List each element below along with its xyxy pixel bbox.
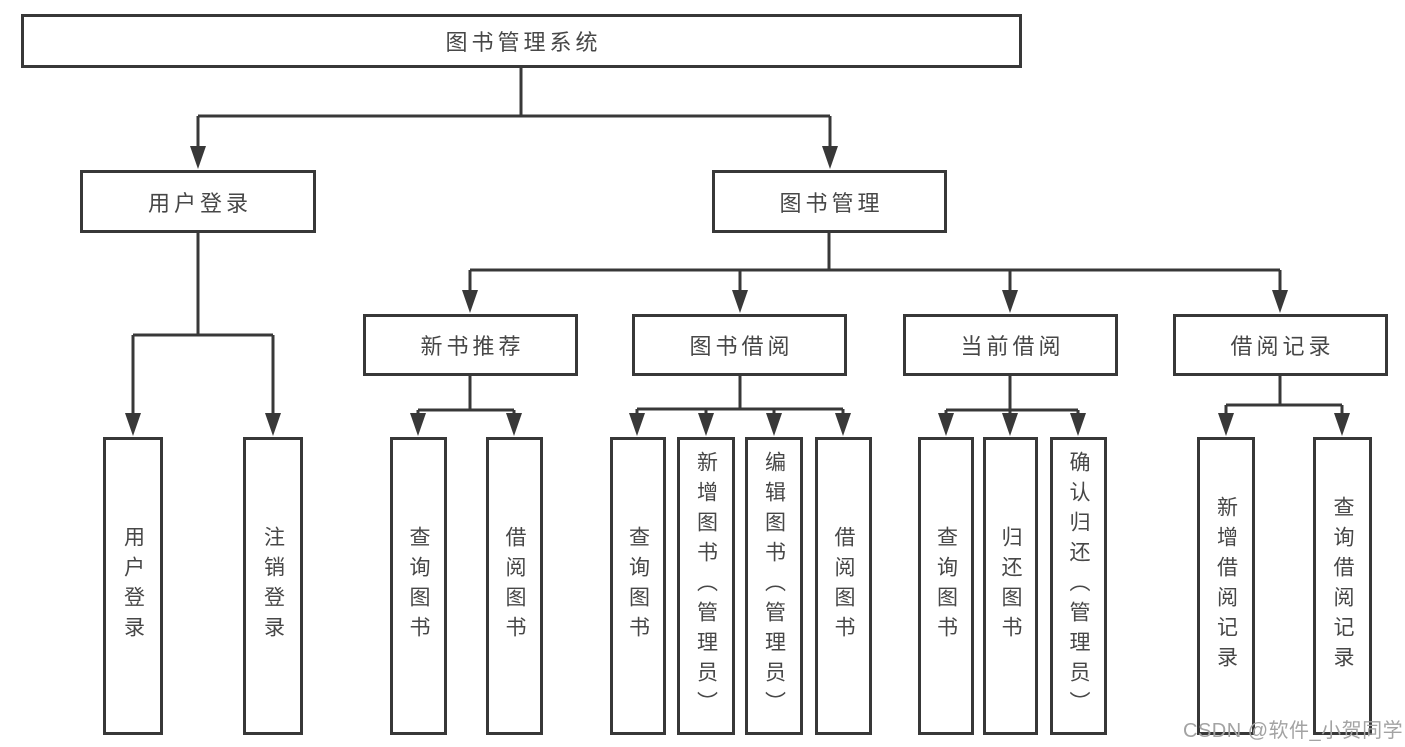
connector-root-to-level2 <box>196 68 832 150</box>
leaf-current-return-books: 归还图书 <box>983 437 1038 735</box>
node-new-book-recommend-label: 新书推荐 <box>420 334 525 359</box>
connector-current-borrow-to-leaves <box>944 376 1080 416</box>
arrowhead <box>462 290 478 313</box>
leaf-logout-login-label: 注销登录 <box>261 526 285 646</box>
leaf-borrow-edit-books-admin: 编辑图书（管理员） <box>745 437 803 735</box>
leaf-borrow-add-books-admin: 新增图书（管理员） <box>677 437 735 735</box>
leaf-user-login-label: 用户登录 <box>121 526 145 646</box>
leaf-borrow-query-books: 查询图书 <box>610 437 666 735</box>
arrowhead <box>410 413 426 436</box>
arrowhead <box>822 146 838 169</box>
node-current-borrow: 当前借阅 <box>903 314 1118 376</box>
arrowhead <box>125 413 141 436</box>
arrowhead <box>938 413 954 436</box>
connector-user-login-to-leaves <box>131 233 275 416</box>
leaf-recommend-borrow-books-label: 借阅图书 <box>503 526 526 646</box>
node-book-management-label: 图书管理 <box>779 190 884 216</box>
arrowhead <box>1218 413 1234 436</box>
node-root: 图书管理系统 <box>21 14 1022 68</box>
arrowhead <box>1334 413 1350 436</box>
arrowhead <box>190 146 206 169</box>
leaf-records-query-borrow-record: 查询借阅记录 <box>1313 437 1372 735</box>
node-book-management: 图书管理 <box>712 170 947 233</box>
leaf-logout-login: 注销登录 <box>243 437 303 735</box>
leaf-borrow-borrow-books: 借阅图书 <box>815 437 872 735</box>
arrowhead <box>835 413 851 436</box>
leaf-current-return-books-label: 归还图书 <box>999 526 1022 646</box>
node-book-borrow-label: 图书借阅 <box>689 334 794 359</box>
arrowhead <box>629 413 645 436</box>
arrowhead <box>1002 290 1018 313</box>
leaf-current-confirm-return-admin: 确认归还（管理员） <box>1050 437 1107 735</box>
arrowhead <box>265 413 281 436</box>
arrowheads <box>125 146 1350 436</box>
connector-new-book-recommend-to-leaves <box>416 376 516 416</box>
node-new-book-recommend: 新书推荐 <box>363 314 578 376</box>
leaf-user-login: 用户登录 <box>103 437 163 735</box>
leaf-borrow-query-books-label: 查询图书 <box>626 526 650 646</box>
node-borrow-records-label: 借阅记录 <box>1230 334 1335 359</box>
connector-book-management-to-level3 <box>468 233 1282 294</box>
node-current-borrow-label: 当前借阅 <box>960 334 1065 359</box>
leaf-current-query-books: 查询图书 <box>918 437 974 735</box>
leaf-recommend-borrow-books: 借阅图书 <box>486 437 543 735</box>
leaf-recommend-query-books-label: 查询图书 <box>407 526 430 646</box>
leaf-borrow-add-books-admin-label: 新增图书（管理员） <box>694 451 718 721</box>
connector-book-borrow-to-leaves <box>635 376 845 416</box>
leaf-current-confirm-return-admin-label: 确认归还（管理员） <box>1067 451 1090 721</box>
leaf-records-query-borrow-record-label: 查询借阅记录 <box>1331 496 1354 676</box>
leaf-records-add-borrow-record-label: 新增借阅记录 <box>1214 496 1238 676</box>
leaf-records-add-borrow-record: 新增借阅记录 <box>1197 437 1255 735</box>
node-user-login-label: 用户登录 <box>147 190 252 216</box>
node-root-label: 图书管理系统 <box>445 30 602 55</box>
arrowhead <box>766 413 782 436</box>
node-borrow-records: 借阅记录 <box>1173 314 1388 376</box>
arrowhead <box>1070 413 1086 436</box>
arrowhead <box>698 413 714 436</box>
arrowhead <box>506 413 522 436</box>
leaf-current-query-books-label: 查询图书 <box>934 526 958 646</box>
connector-borrow-records-to-leaves <box>1224 376 1344 416</box>
node-user-login: 用户登录 <box>80 170 316 233</box>
csdn-watermark: CSDN @软件_小贺同学 <box>1183 720 1404 742</box>
arrowhead <box>732 290 748 313</box>
leaf-borrow-edit-books-admin-label: 编辑图书（管理员） <box>762 451 786 721</box>
leaf-borrow-borrow-books-label: 借阅图书 <box>832 526 855 646</box>
arrowhead <box>1002 413 1018 436</box>
leaf-recommend-query-books: 查询图书 <box>390 437 447 735</box>
node-book-borrow: 图书借阅 <box>632 314 847 376</box>
arrowhead <box>1272 290 1288 313</box>
